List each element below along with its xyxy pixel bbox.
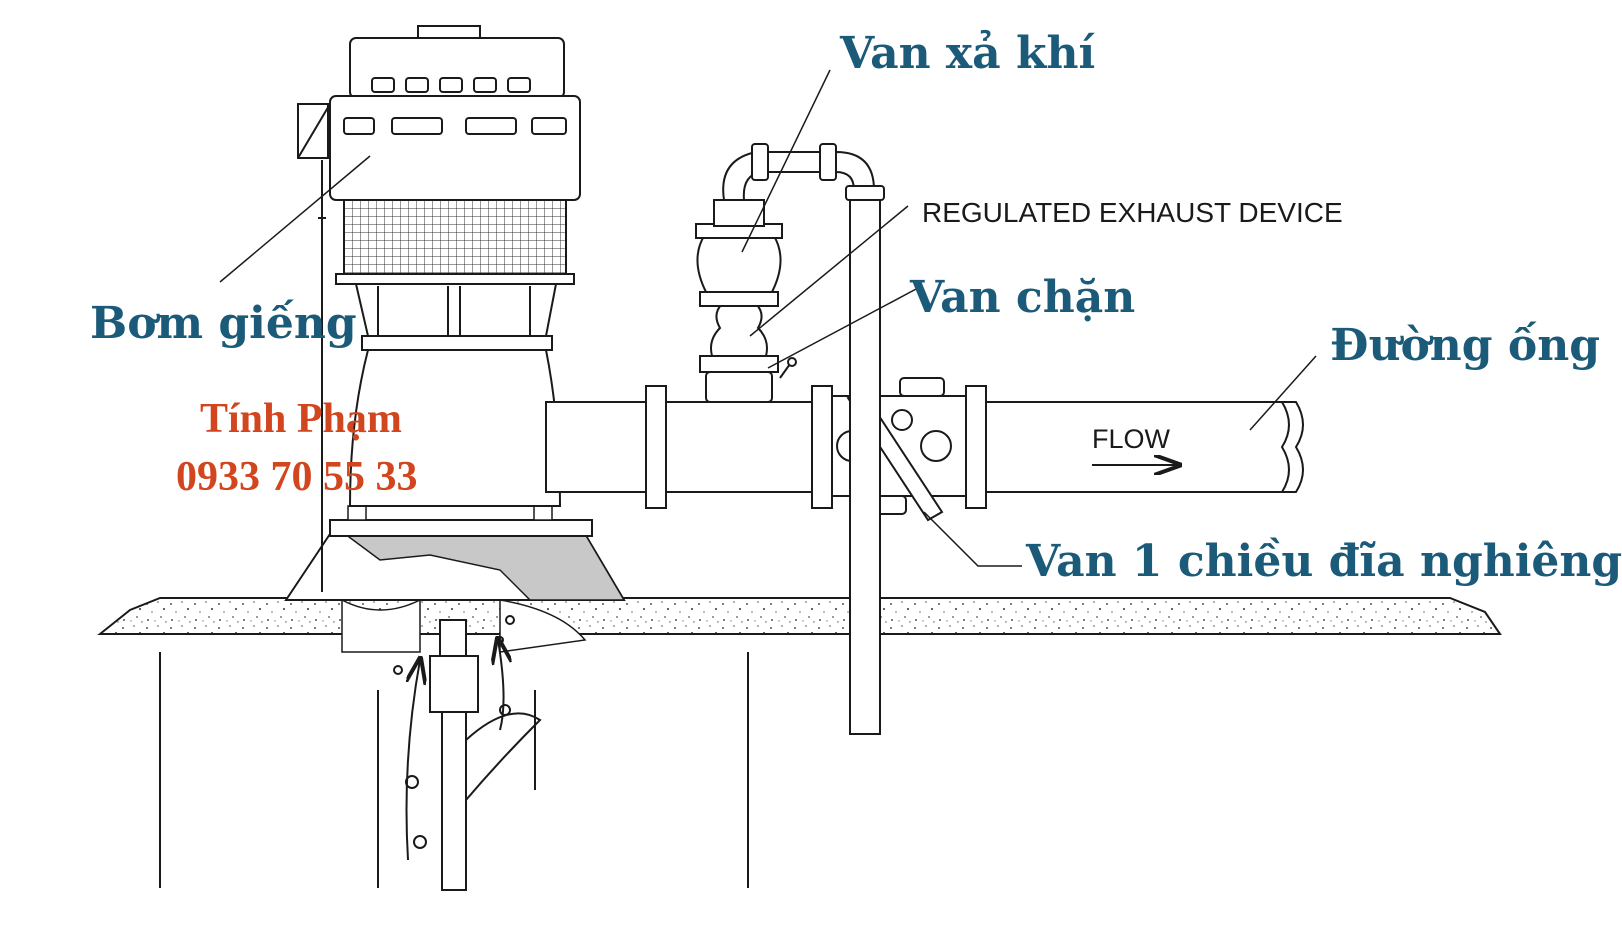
concrete-slab (97, 597, 1502, 635)
well-casing (159, 652, 749, 888)
leader-lines (219, 69, 1317, 567)
air-release-assembly (695, 143, 885, 735)
label-tilting-disc-check-valve: Van 1 chiều đĩa nghiêng (1026, 536, 1622, 587)
contact-phone: 0933 70 55 33 (176, 454, 418, 500)
contact-name: Tính Phạm (200, 396, 402, 442)
well-pump-motor (329, 25, 581, 507)
label-pipeline: Đường ống (1330, 320, 1600, 371)
pump-foundation (284, 505, 626, 653)
regulated-exhaust-device-text: REGULATED EXHAUST DEVICE (922, 197, 1343, 228)
flow-text: FLOW (1092, 424, 1171, 454)
label-well-pump: Bơm giếng (90, 298, 357, 349)
well-column-pipe (393, 615, 542, 891)
electrical-box (297, 103, 331, 592)
label-shutoff-valve: Van chặn (910, 272, 1136, 323)
label-air-release-valve: Van xả khí (840, 28, 1096, 79)
